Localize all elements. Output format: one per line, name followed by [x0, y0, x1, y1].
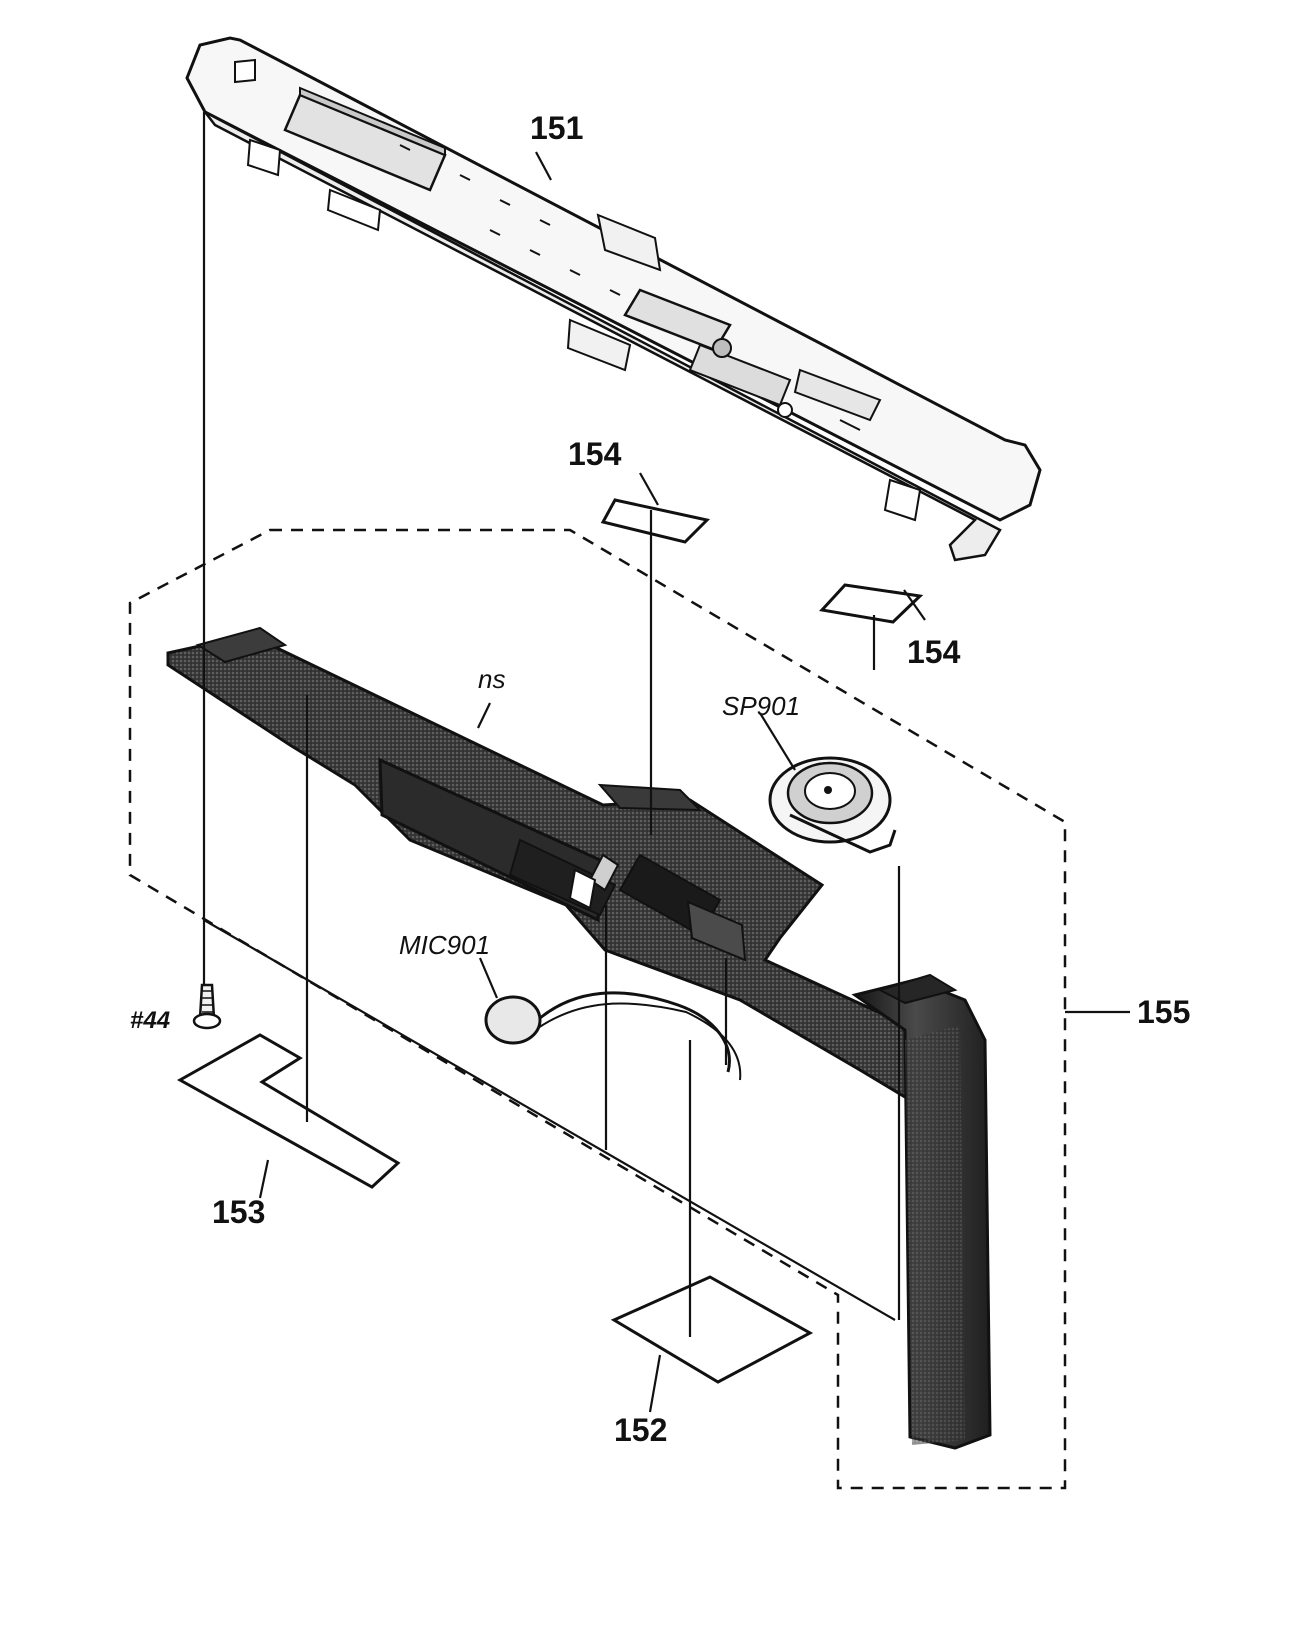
speaker-sp901: [768, 756, 897, 854]
microphone-mic901: [484, 991, 742, 1081]
label-mic901: MIC901: [399, 930, 491, 960]
assembly-155-boundary: [128, 528, 1067, 1490]
alignment-lines: [202, 112, 1130, 1413]
label-152: 152: [614, 1412, 668, 1448]
pad-152: [610, 1275, 814, 1384]
label-sp901: SP901: [722, 691, 801, 721]
top-frame-151: [185, 36, 1042, 562]
label-153: 153: [212, 1194, 266, 1230]
label-151: 151: [530, 110, 584, 146]
label-154-top: 154: [568, 436, 622, 472]
screw-44: [192, 983, 222, 1030]
pad-153: [176, 1033, 401, 1189]
label-44: #44: [130, 1007, 171, 1034]
label-ns: ns: [478, 664, 506, 694]
label-155: 155: [1137, 994, 1191, 1030]
pad-154-right: [819, 583, 924, 624]
label-154-right: 154: [907, 634, 961, 670]
main-board-assembly: [166, 626, 953, 1102]
pad-154-top: [600, 498, 711, 544]
